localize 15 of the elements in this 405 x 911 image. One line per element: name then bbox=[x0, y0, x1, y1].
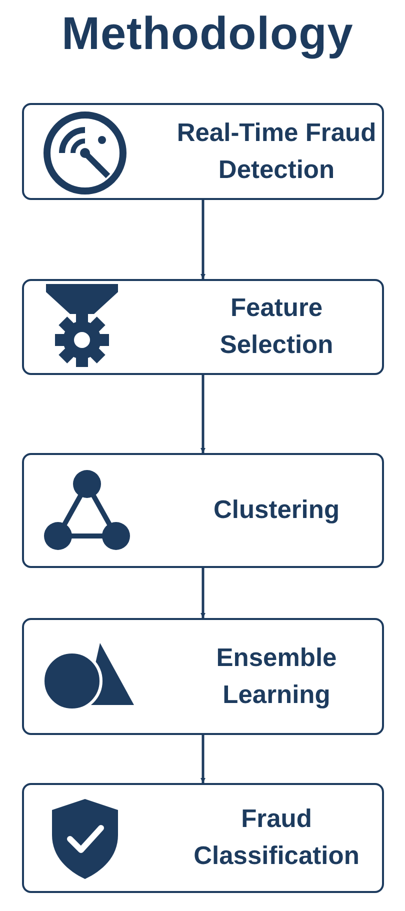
arrow bbox=[200, 568, 206, 618]
arrow bbox=[200, 735, 206, 783]
title: Methodology bbox=[60, 6, 354, 60]
process-box bbox=[22, 453, 384, 568]
arrow bbox=[200, 200, 206, 279]
arrow bbox=[200, 375, 206, 453]
step-label: Feature Selection bbox=[218, 293, 334, 361]
step-label: Clustering bbox=[212, 495, 341, 526]
step-label: Real-Time Fraud Detection bbox=[176, 118, 378, 186]
process-box bbox=[22, 279, 384, 375]
process-box bbox=[22, 618, 384, 735]
step-label: Ensemble Learning bbox=[215, 642, 338, 710]
process-box bbox=[22, 103, 384, 200]
process-box bbox=[22, 783, 384, 893]
step-label: Fraud Classification bbox=[192, 804, 360, 872]
